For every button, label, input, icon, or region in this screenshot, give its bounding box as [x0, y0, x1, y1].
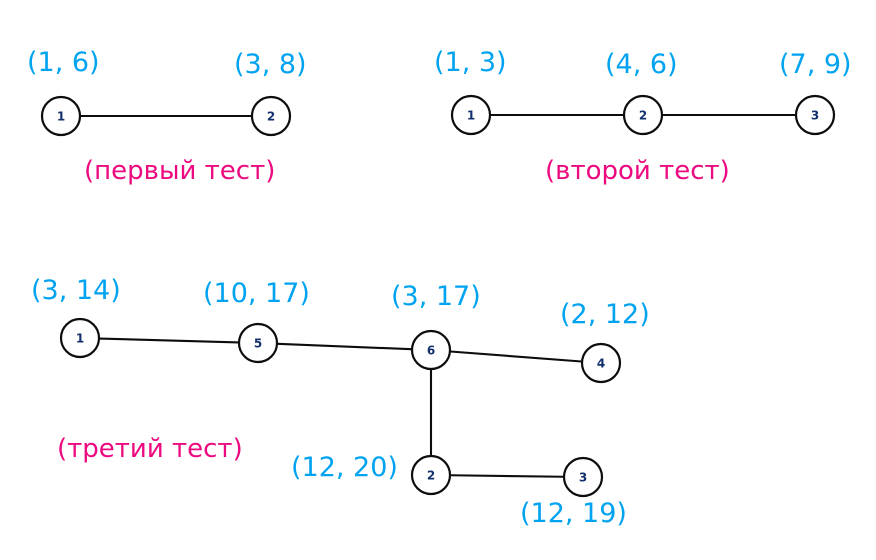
graph-node[interactable]: 2 — [250, 95, 292, 137]
node-circle — [450, 94, 492, 136]
node-number-label: 2 — [639, 109, 647, 123]
node-number-label: 3 — [811, 109, 819, 123]
graph-node[interactable]: 1 — [59, 317, 101, 359]
node-interval-label: (1, 3) — [434, 47, 507, 78]
graph-node[interactable]: 2 — [410, 454, 452, 496]
graph-node[interactable]: 1 — [450, 94, 492, 136]
node-circle — [562, 456, 604, 498]
node-interval-label: (4, 6) — [605, 49, 678, 80]
node-circle — [794, 94, 836, 136]
node-interval-label: (7, 9) — [779, 49, 852, 80]
graph-edge — [98, 337, 240, 344]
node-interval-label: (1, 6) — [27, 47, 100, 78]
node-circle — [237, 322, 279, 364]
test-caption: (первый тест) — [84, 156, 276, 186]
test-caption: (третий тест) — [57, 434, 243, 464]
graph-node[interactable]: 6 — [410, 329, 452, 371]
node-number-label: 6 — [427, 344, 435, 358]
node-circle — [580, 342, 622, 384]
node-number-label: 2 — [267, 110, 275, 124]
edges-group — [79, 113, 797, 478]
node-number-label: 1 — [57, 110, 65, 124]
graph-node[interactable]: 3 — [562, 456, 604, 498]
graph-node[interactable]: 4 — [580, 342, 622, 384]
node-interval-label: (10, 17) — [203, 278, 310, 309]
nodes-group: 1 2 1 2 3 1 5 6 4 2 3 — [40, 94, 836, 498]
node-circle — [622, 94, 664, 136]
graph-edge — [449, 350, 583, 363]
node-circle — [410, 329, 452, 371]
node-interval-label: (3, 17) — [391, 281, 481, 312]
graph-edge — [276, 342, 413, 351]
test-caption: (второй тест) — [545, 156, 730, 186]
node-circle — [250, 95, 292, 137]
node-number-label: 1 — [76, 332, 84, 346]
node-circle — [59, 317, 101, 359]
graph-node[interactable]: 2 — [622, 94, 664, 136]
graph-edge — [449, 474, 565, 478]
graph-node[interactable]: 5 — [237, 322, 279, 364]
graph-node[interactable]: 3 — [794, 94, 836, 136]
node-number-label: 5 — [254, 337, 262, 351]
node-number-label: 4 — [597, 357, 605, 371]
node-number-label: 3 — [579, 471, 587, 485]
node-circle — [410, 454, 452, 496]
node-interval-label: (12, 20) — [291, 452, 398, 483]
node-circle — [40, 95, 82, 137]
node-interval-label: (2, 12) — [560, 299, 650, 330]
node-number-label: 2 — [427, 469, 435, 483]
node-interval-label: (3, 8) — [234, 49, 307, 80]
node-interval-label: (12, 19) — [520, 498, 627, 529]
node-number-label: 1 — [467, 109, 475, 123]
node-interval-label: (3, 14) — [31, 275, 121, 306]
graph-node[interactable]: 1 — [40, 95, 82, 137]
